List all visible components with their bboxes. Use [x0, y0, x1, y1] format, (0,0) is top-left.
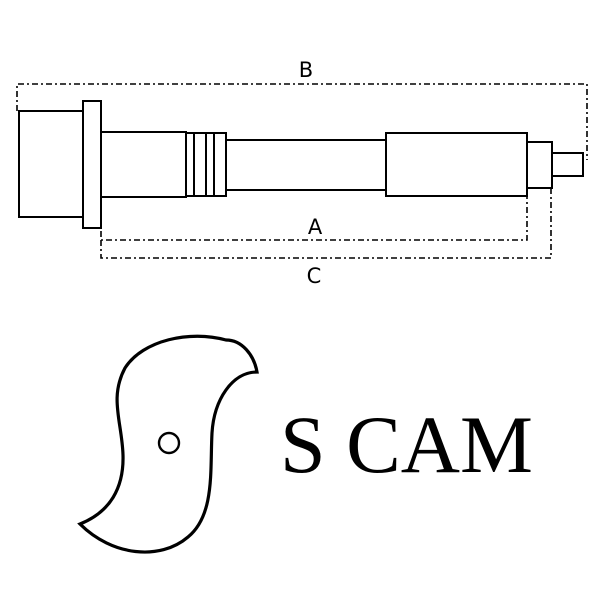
flange-plate: [82, 100, 102, 229]
dimension-b: B: [16, 58, 588, 160]
cam-center-hole: [157, 431, 181, 455]
dimension-line-c: [100, 188, 552, 259]
ring-2: [193, 132, 207, 197]
s-cam-profile: [77, 334, 259, 554]
shaft-middle: [225, 139, 387, 191]
shaft-section-1: [100, 131, 187, 198]
end-stub: [551, 152, 584, 177]
ring-3: [205, 132, 215, 197]
dimension-label-a: A: [308, 215, 323, 239]
dimension-label-b: B: [299, 58, 313, 82]
spline-section: [385, 132, 528, 197]
dimension-a: A: [100, 196, 528, 241]
dimension-c: C: [100, 188, 552, 288]
dimension-label-c: C: [307, 264, 322, 288]
end-collar: [526, 141, 553, 189]
ring-4: [213, 132, 227, 197]
dimension-line-a: [100, 196, 528, 241]
head-block: [18, 110, 84, 218]
product-title: S CAM: [280, 399, 533, 490]
dimension-line-b: [16, 83, 588, 160]
ring-1: [185, 132, 195, 197]
camshaft-drawing: [18, 100, 584, 229]
